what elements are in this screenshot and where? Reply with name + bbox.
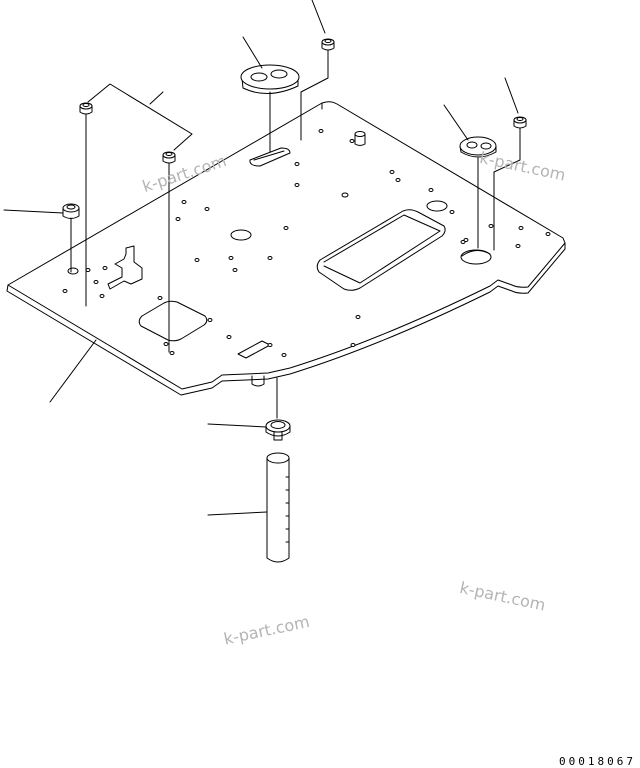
grommet-plug bbox=[513, 116, 527, 129]
bracket bbox=[107, 245, 143, 290]
grommet-plug bbox=[321, 38, 335, 51]
cap-plug bbox=[62, 203, 80, 219]
rear-slot-left bbox=[249, 147, 291, 167]
ring-clamp bbox=[265, 419, 291, 441]
pipe bbox=[266, 452, 290, 563]
floor-plate bbox=[6, 101, 566, 396]
rear-boss bbox=[354, 131, 366, 146]
leader-lines bbox=[3, 0, 521, 516]
mounting-holes bbox=[62, 129, 551, 357]
double-grommet bbox=[240, 64, 300, 94]
drawing-number: 00018067 bbox=[559, 755, 636, 768]
grommet-plug bbox=[79, 102, 93, 115]
double-grommet bbox=[459, 136, 497, 158]
front-boss bbox=[251, 375, 265, 387]
grommet-plug bbox=[162, 151, 176, 164]
center-cutout bbox=[316, 209, 446, 291]
left-cutout bbox=[138, 300, 208, 342]
rear-oval-right bbox=[460, 249, 492, 265]
